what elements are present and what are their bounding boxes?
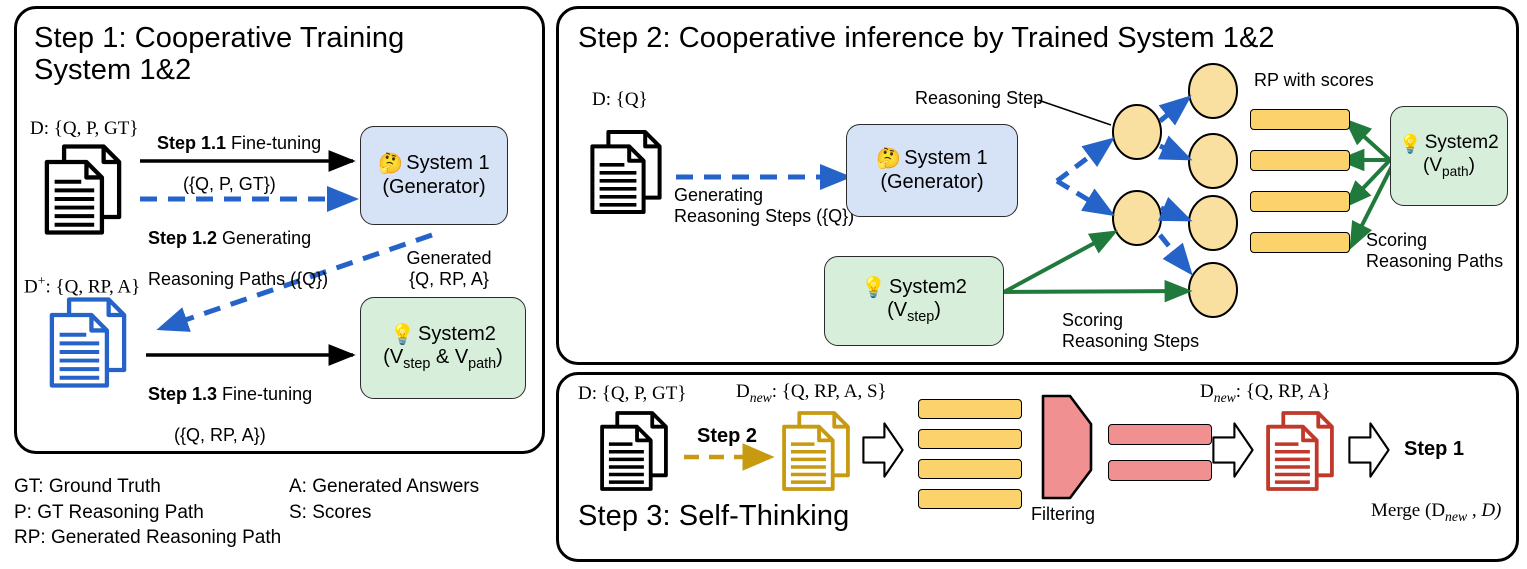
step2-system2-vpath-name: System2 xyxy=(1424,132,1499,154)
step1-edge-label-1-3: Step 1.3 Fine-tuning ({Q, RP, A}) xyxy=(148,363,312,446)
step1-edge-1-3-bold: Step 1.3 xyxy=(148,383,218,404)
step2-scoring-steps-label: Scoring Reasoning Steps xyxy=(1062,310,1200,351)
step2-rp-bar-4 xyxy=(1250,232,1350,253)
step1-system2-box[interactable]: 💡 System2 (Vstep & Vpath) xyxy=(360,297,526,399)
step2-system2-vstep-name: System2 xyxy=(889,275,967,298)
step1-system1-name: System 1 xyxy=(406,151,490,174)
step1-edge-1-3-line2: ({Q, RP, A}) xyxy=(174,425,266,446)
panel-step-3-title: Step 3: Self-Thinking xyxy=(578,500,850,532)
step1-system1-subtitle: (Generator) xyxy=(382,175,486,198)
step2-scoring-paths-label: Scoring Reasoning Paths xyxy=(1366,230,1504,271)
light-bulb-icon: 💡 xyxy=(390,323,416,346)
step3-yellow-bar-2 xyxy=(918,429,1022,449)
step3-dnew-scores-label: Dnew: {Q, RP, A, S} xyxy=(736,381,887,405)
step3-yellow-bar-4 xyxy=(918,489,1022,509)
light-bulb-icon: 💡 xyxy=(861,276,887,299)
step1-system1-box[interactable]: 🤔 System 1 (Generator) xyxy=(360,126,508,225)
step3-yellow-bar-3 xyxy=(918,459,1022,479)
panel-step-3 xyxy=(556,372,1519,562)
step2-rp-with-scores-label: RP with scores xyxy=(1254,70,1374,90)
step1-edge-1-2-bold: Step 1.2 xyxy=(148,227,218,248)
step2-edge-label-generating: Generating Reasoning Steps ({Q}) xyxy=(674,185,855,226)
step1-edge-label-generated: Generated {Q, RP, A} xyxy=(406,248,492,289)
step3-red-bar-2 xyxy=(1108,460,1212,481)
step1-edge-1-1-bold: Step 1.1 xyxy=(157,132,227,153)
step1-edge-1-1-rest: Fine-tuning xyxy=(226,132,322,153)
panel-step-1-title: Step 1: Cooperative Training System 1&2 xyxy=(34,22,405,87)
thinking-face-icon: 🤔 xyxy=(876,147,902,170)
step2-rp-bar-2 xyxy=(1250,150,1350,171)
light-bulb-icon: 💡 xyxy=(1399,133,1422,154)
step2-system2-vpath-subtitle: (Vpath) xyxy=(1423,154,1475,179)
step2-rp-bar-3 xyxy=(1250,191,1350,212)
step3-filtering-label: Filtering xyxy=(1031,504,1096,524)
step1-dataset-top-label: D: {Q, P, GT} xyxy=(30,118,139,139)
step3-dataset-label: D: {Q, P, GT} xyxy=(578,383,687,404)
step1-edge-1-2-rest: Generating xyxy=(217,227,312,248)
step2-system1-subtitle: (Generator) xyxy=(880,170,984,193)
step3-dnew-final-label: Dnew: {Q, RP, A} xyxy=(1200,381,1331,405)
step2-system2-vpath-box[interactable]: 💡 System2 (Vpath) xyxy=(1390,106,1508,206)
step3-yellow-bar-1 xyxy=(918,399,1022,419)
step1-system2-name: System2 xyxy=(418,322,496,345)
step1-edge-1-2-line2: Reasoning Paths ({Q}) xyxy=(148,269,329,290)
step2-reasoning-step-label: Reasoning Step xyxy=(915,88,1044,108)
step2-system1-name: System 1 xyxy=(904,146,988,169)
panel-step-2-title: Step 2: Cooperative inference by Trained… xyxy=(578,22,1275,54)
step2-system1-box[interactable]: 🤔 System 1 (Generator) xyxy=(846,124,1018,217)
legend-left: GT: Ground Truth P: GT Reasoning Path RP… xyxy=(14,476,282,549)
step3-red-bar-1 xyxy=(1108,424,1212,445)
thinking-face-icon: 🤔 xyxy=(378,152,404,175)
step1-edge-label-1-2: Step 1.2 Generating Reasoning Paths ({Q}… xyxy=(148,207,328,290)
step2-system2-vstep-subtitle: (Vstep) xyxy=(887,299,941,326)
step1-dataset-bottom-label: D+: {Q, RP, A} xyxy=(24,273,141,298)
legend-right: A: Generated Answers S: Scores xyxy=(289,476,480,523)
step2-system2-vstep-box[interactable]: 💡 System2 (Vstep) xyxy=(824,256,1004,346)
step1-edge-1-3-rest: Fine-tuning xyxy=(217,383,313,404)
step3-step2-arrow-label: Step 2 xyxy=(697,425,758,447)
step3-merge-label: Merge (Dnew , D) xyxy=(1371,500,1502,524)
step2-dataset-label: D: {Q} xyxy=(592,89,648,110)
step1-edge-1-1-line2: ({Q, P, GT}) xyxy=(183,174,276,195)
step1-edge-label-1-1: Step 1.1 Fine-tuning ({Q, P, GT}) xyxy=(157,112,321,195)
step2-rp-bar-1 xyxy=(1250,109,1350,130)
step3-step1-label: Step 1 xyxy=(1404,438,1465,460)
step1-system2-subtitle: (Vstep & Vpath) xyxy=(383,346,503,373)
